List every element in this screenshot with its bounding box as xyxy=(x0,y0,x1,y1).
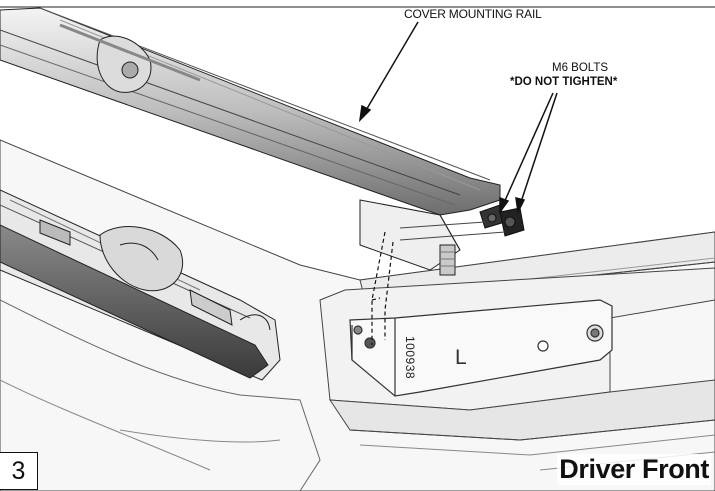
leader-arrows xyxy=(358,21,558,215)
step-number: 3 xyxy=(0,452,38,490)
alignment-dashes xyxy=(371,231,394,345)
m6-bolts xyxy=(399,204,525,241)
bolts-label: M6 BOLTS xyxy=(552,62,609,74)
bed-rail-left xyxy=(0,189,281,381)
cover-mounting-rail-label: COVER MOUNTING RAIL xyxy=(404,7,542,21)
part-number: 100938 xyxy=(403,336,417,380)
view-label: Driver Front xyxy=(557,454,711,485)
bolts-warning-label: *DO NOT TIGHTEN* xyxy=(510,76,618,88)
side-marker: L xyxy=(455,346,467,369)
mounting-bracket xyxy=(349,299,613,397)
